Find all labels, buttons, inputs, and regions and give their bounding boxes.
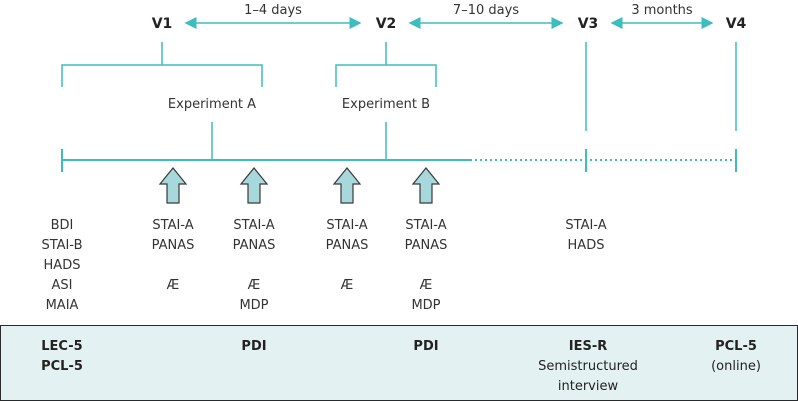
v3-measure: HADS	[568, 238, 605, 253]
up-arrow-icon	[411, 167, 441, 204]
online-measures-box	[0, 325, 798, 401]
interval-label-v2-v3: 7–10 days	[453, 3, 519, 18]
session-measure: Æ	[248, 278, 261, 293]
v1-measure: MAIA	[46, 298, 79, 313]
session-measure: Æ	[420, 278, 433, 293]
bracket-v1	[61, 42, 263, 87]
v1-measure: BDI	[51, 218, 74, 233]
session-measure: PANAS	[152, 238, 195, 253]
session-measure: STAI-A	[233, 218, 274, 233]
online-measure-v4-note: (online)	[711, 359, 761, 374]
online-measure-v4: PCL-5	[715, 339, 757, 354]
online-measure-expB: PDI	[413, 339, 438, 354]
interval-label-v3-v4: 3 months	[631, 3, 693, 18]
session-measure: Æ	[341, 278, 354, 293]
up-arrow-icon	[239, 167, 269, 204]
session-measure: STAI-A	[405, 218, 446, 233]
online-measure-v1: LEC-5	[41, 339, 82, 354]
online-measure-v3: IES-R	[569, 339, 608, 354]
up-arrow-icon	[332, 167, 362, 204]
interval-label-v1-v2: 1–4 days	[244, 3, 302, 18]
visit-label-v3: V3	[578, 16, 599, 32]
v1-measure: STAI-B	[41, 238, 82, 253]
v1-measure: ASI	[52, 278, 73, 293]
up-arrow-icon	[158, 167, 188, 204]
bracket-v2	[335, 42, 437, 87]
visit-label-v1: V1	[152, 16, 173, 32]
session-measure: MDP	[239, 298, 268, 313]
online-measure-v1: PCL-5	[41, 359, 83, 374]
session-measure: MDP	[411, 298, 440, 313]
session-measure: STAI-A	[326, 218, 367, 233]
visit-label-v2: V2	[376, 16, 397, 32]
experiment-b-label: Experiment B	[342, 97, 430, 112]
session-measure: PANAS	[405, 238, 448, 253]
v3-measure: STAI-A	[565, 218, 606, 233]
online-measure-v3-note: interview	[558, 379, 619, 394]
session-measure: STAI-A	[152, 218, 193, 233]
online-measure-expA: PDI	[241, 339, 266, 354]
session-measure: Æ	[167, 278, 180, 293]
session-measure: PANAS	[233, 238, 276, 253]
online-measure-v3-note: Semistructured	[538, 359, 638, 374]
session-measure: PANAS	[326, 238, 369, 253]
visit-label-v4: V4	[726, 16, 747, 32]
experiment-a-label: Experiment A	[168, 97, 256, 112]
v1-measure: HADS	[44, 258, 81, 273]
